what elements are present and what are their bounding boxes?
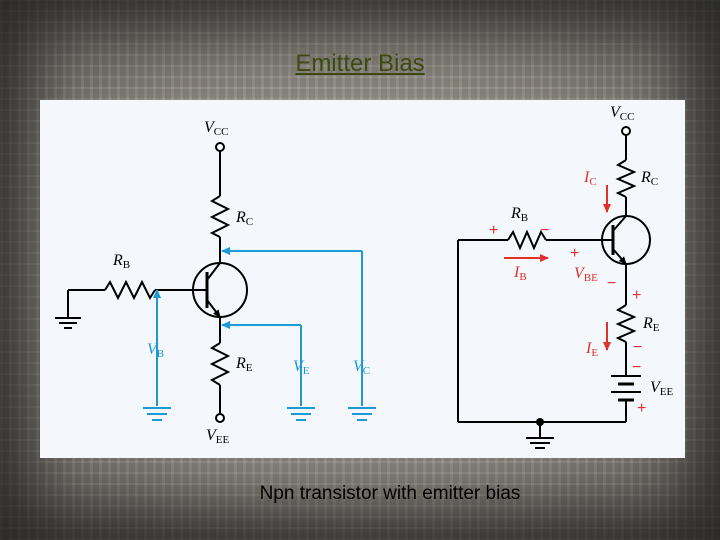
right-rb-resistor [507, 229, 547, 251]
left-vcc-label: VCC [204, 119, 228, 138]
circuit-figure-panel: VCC RC RB RE VEE VB VE VC [40, 100, 685, 458]
right-rb-label: RB [510, 205, 528, 224]
vbe-minus-sign: − [607, 275, 616, 292]
right-re-resistor [615, 304, 637, 343]
vee-plus-sign: + [637, 400, 646, 417]
left-rc-label: RC [235, 209, 253, 228]
re-minus-sign: − [633, 339, 642, 356]
rb-plus-sign: + [489, 222, 498, 239]
right-vcc-terminal [621, 126, 631, 136]
right-rc-resistor [615, 159, 637, 198]
left-vee-terminal [215, 413, 225, 423]
left-vcc-terminal [215, 142, 225, 152]
vc-label: VC [353, 358, 370, 377]
left-voltage-arrows [153, 247, 363, 406]
right-vee-label: VEE [650, 379, 674, 398]
re-plus-sign: + [632, 287, 641, 304]
figure-caption: Npn transistor with emitter bias [259, 483, 521, 504]
circuit-diagrams: VCC RC RB RE VEE VB VE VC [55, 104, 674, 449]
right-ground-junction [536, 418, 544, 426]
ie-label: IE [585, 340, 598, 359]
left-base-ground [55, 317, 81, 329]
left-re-label: RE [235, 355, 253, 374]
left-vee-label: VEE [206, 427, 230, 446]
ve-label: VE [293, 358, 310, 377]
right-vee-battery [611, 375, 641, 402]
right-rc-label: RC [640, 169, 658, 188]
left-rb-label: RB [112, 252, 130, 271]
right-re-label: RE [642, 315, 660, 334]
right-vcc-label: VCC [610, 104, 634, 123]
right-ground [526, 437, 554, 449]
vb-label: VB [147, 341, 164, 360]
rb-minus-sign: − [540, 222, 549, 239]
vbe-label: VBE [574, 265, 598, 284]
right-circuit [457, 126, 651, 449]
left-re-resistor [209, 342, 231, 386]
left-circuit [55, 142, 248, 423]
left-blue-grounds [143, 407, 376, 421]
left-rb-resistor [104, 279, 156, 301]
ib-label: IB [513, 264, 527, 283]
left-rc-resistor [209, 195, 231, 238]
vee-minus-sign: − [632, 359, 641, 376]
vbe-plus-sign: + [570, 245, 579, 262]
ic-label: IC [583, 169, 597, 188]
slide-title: Emitter Bias [295, 50, 425, 77]
